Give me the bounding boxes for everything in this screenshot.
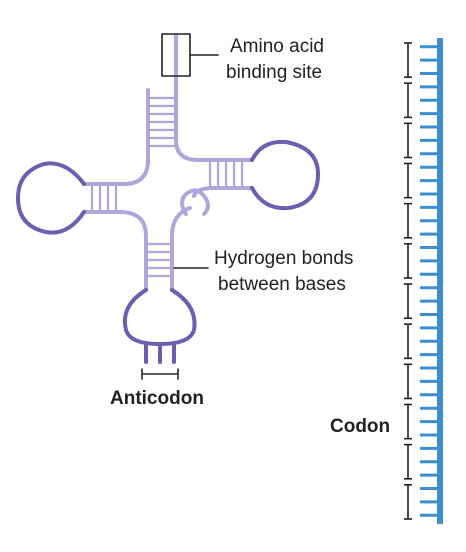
codon-bracket xyxy=(404,403,412,440)
codon-bracket xyxy=(404,443,412,480)
right-arm-rungs xyxy=(208,158,244,190)
codon-bracket xyxy=(404,42,412,78)
left-arm-rungs xyxy=(90,182,118,214)
amino-acid-label-line2: binding site xyxy=(226,62,322,83)
codon-bracket xyxy=(404,82,412,119)
hydrogen-bonds-label-line2: between bases xyxy=(218,274,346,295)
codon-bracket xyxy=(404,243,412,279)
anticodon-loop xyxy=(123,288,197,346)
left-loop xyxy=(16,161,86,235)
anticodon-bracket xyxy=(141,368,179,380)
right-loop xyxy=(250,139,320,211)
anticodon-stem-rungs xyxy=(144,242,174,278)
trna-backbone-light xyxy=(82,38,254,292)
codon-label: Codon xyxy=(330,416,390,437)
amino-acid-label-line1: Amino acid xyxy=(230,36,324,57)
trna-molecule xyxy=(16,33,320,380)
anticodon-label: Anticodon xyxy=(110,388,204,409)
hydrogen-bonds-label-line1: Hydrogen bonds xyxy=(214,248,353,269)
codon-bracket xyxy=(404,122,412,159)
acceptor-stem-rungs xyxy=(146,96,178,148)
codon-bracket xyxy=(404,363,412,400)
codon-bracket xyxy=(404,202,412,239)
codon-bracket xyxy=(404,323,412,360)
trna-loops xyxy=(16,139,320,364)
mrna-strand xyxy=(404,38,443,524)
codon-bracket xyxy=(404,484,412,520)
codon-bracket xyxy=(404,162,412,199)
codon-bracket xyxy=(404,283,412,319)
